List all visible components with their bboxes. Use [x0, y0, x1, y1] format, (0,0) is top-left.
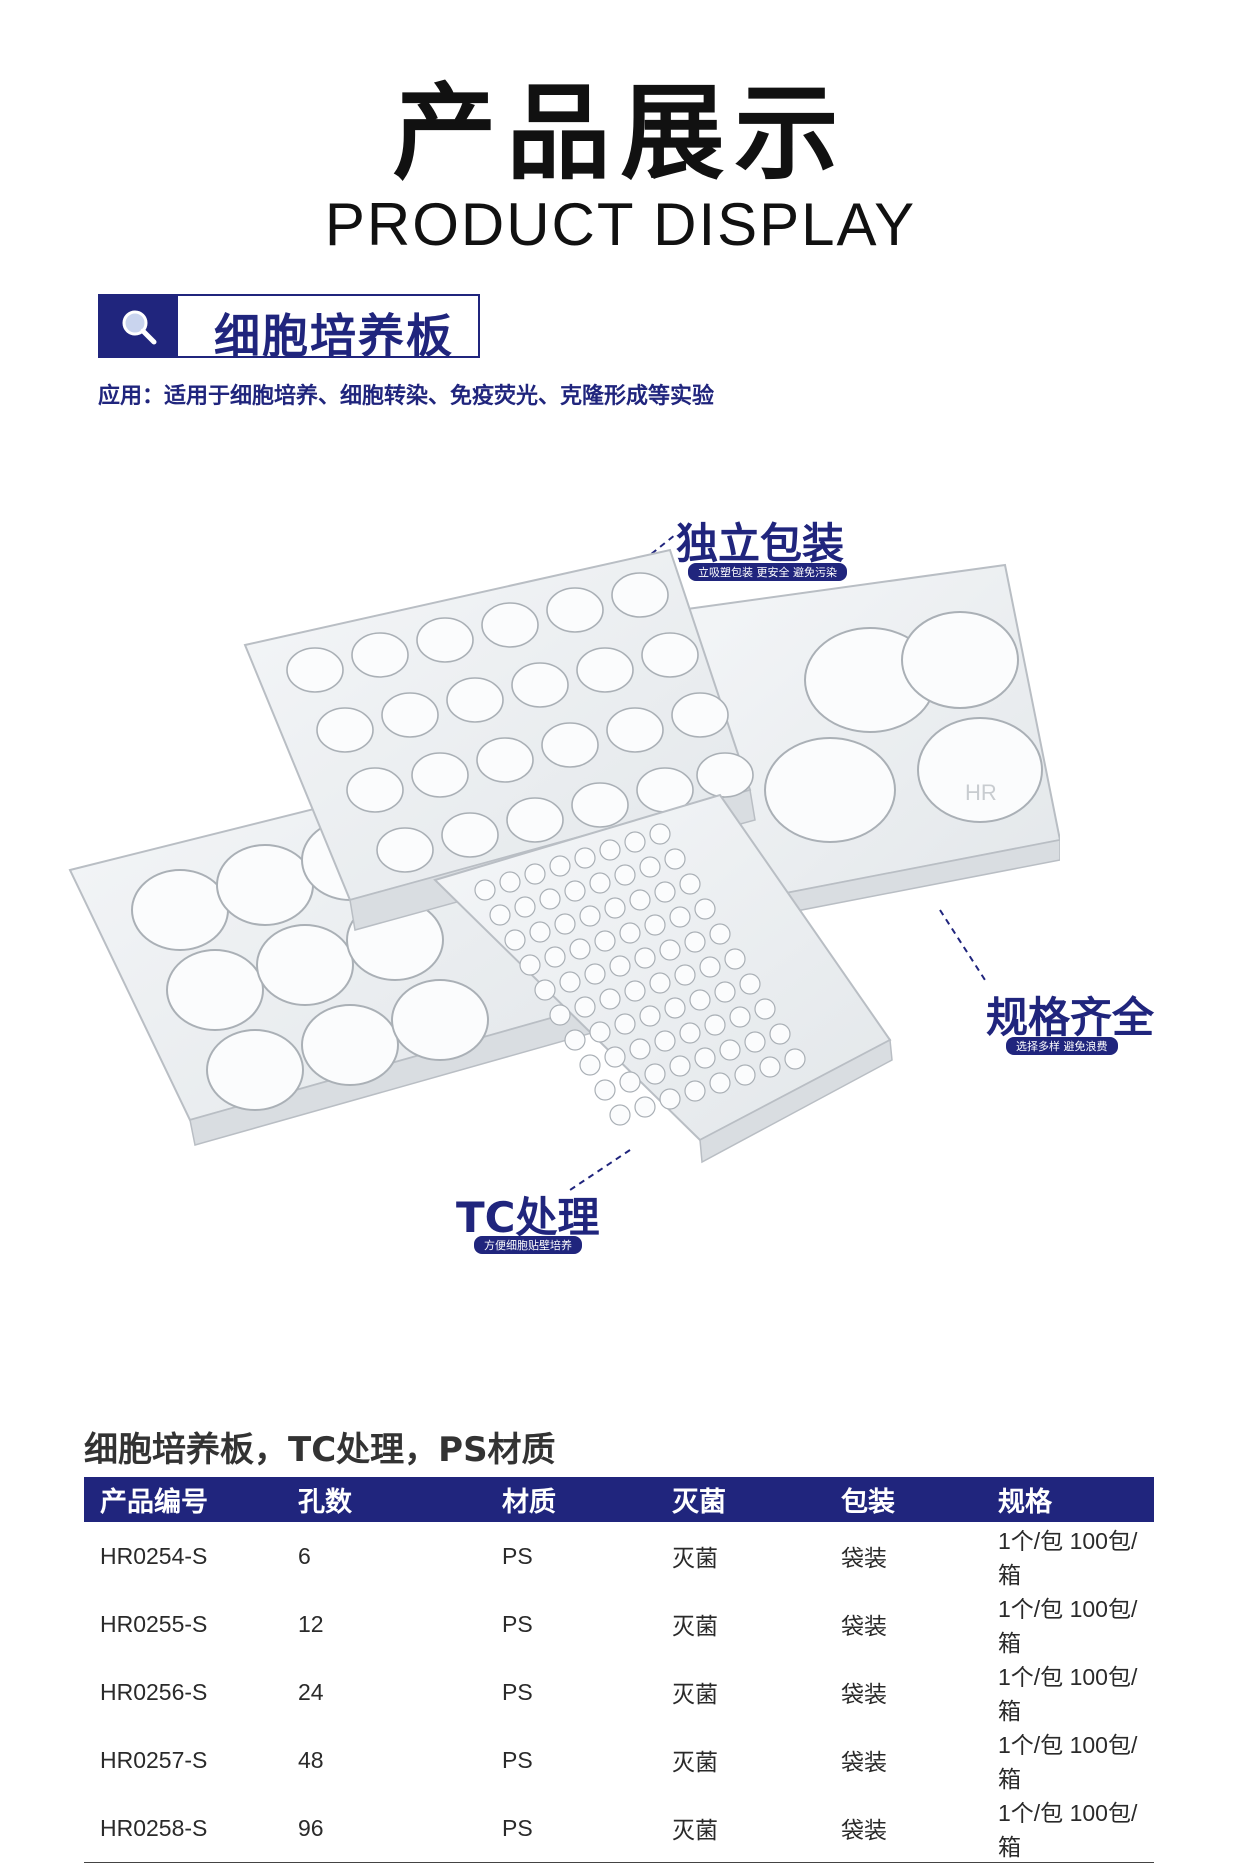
- cell-packaging: 袋装: [825, 1794, 982, 1863]
- cell-well-count: 12: [298, 1610, 324, 1637]
- plate-brand-label: HR: [965, 780, 997, 805]
- cell-sterilization: 灭菌: [672, 1681, 718, 1707]
- header-packaging: 包装: [825, 1477, 982, 1522]
- callout-title: 规格齐全: [986, 993, 1155, 1042]
- cell-material: PS: [502, 1610, 533, 1637]
- cell-specification: 1个/包 100包/箱: [998, 1596, 1138, 1656]
- plate-96-well: [433, 793, 893, 1164]
- cell-sterilization: 灭菌: [672, 1613, 718, 1639]
- header-specification: 规格: [982, 1477, 1154, 1522]
- spec-table: 产品编号 孔数 材质 灭菌 包装 规格 HR0254-S 6 PS 灭菌 袋装 …: [84, 1477, 1154, 1863]
- callout-title: TC处理: [456, 1193, 600, 1242]
- page-title-en: PRODUCT DISPLAY: [324, 191, 917, 258]
- cell-product-code: HR0254-S: [100, 1542, 208, 1569]
- header-product-code: 产品编号: [84, 1477, 282, 1522]
- table-row: HR0254-S 6 PS 灭菌 袋装 1个/包 100包/箱: [84, 1522, 1154, 1590]
- leader-line: [569, 1149, 631, 1191]
- table-header-row: 产品编号 孔数 材质 灭菌 包装 规格: [84, 1477, 1154, 1522]
- application-description: 应用：适用于细胞培养、细胞转染、免疫荧光、克隆形成等实验: [98, 384, 715, 409]
- table-row: HR0255-S 12 PS 灭菌 袋装 1个/包 100包/箱: [84, 1590, 1154, 1658]
- category-title: 细胞培养板: [214, 309, 454, 363]
- cell-well-count: 6: [298, 1542, 311, 1569]
- magnifier-icon: [122, 310, 157, 345]
- callout-subtitle: 方便细胞贴壁培养: [474, 1236, 582, 1254]
- plate-6-well: HR: [678, 563, 1060, 921]
- cell-material: PS: [502, 1678, 533, 1705]
- header-material: 材质: [486, 1477, 656, 1522]
- cell-product-code: HR0257-S: [100, 1746, 208, 1773]
- cell-packaging: 袋装: [841, 1545, 887, 1571]
- callout-tc-treated: TC处理 方便细胞贴壁培养: [456, 1184, 600, 1254]
- product-image: HR: [68, 534, 1060, 1191]
- cell-sterilization: 灭菌: [656, 1794, 825, 1863]
- cell-packaging: 袋装: [841, 1613, 887, 1639]
- category-header: 细胞培养板: [98, 294, 480, 363]
- header-sterilization: 灭菌: [656, 1477, 825, 1522]
- cell-product-code: HR0255-S: [100, 1610, 208, 1637]
- cell-packaging: 袋装: [841, 1681, 887, 1707]
- cell-specification: 1个/包 100包/箱: [998, 1664, 1138, 1724]
- callout-subtitle: 立吸塑包装 更安全 避免污染: [688, 563, 847, 581]
- callout-complete-specs: 规格齐全 选择多样 避免浪费: [986, 984, 1155, 1055]
- cell-specification: 1个/包 100包/箱: [998, 1528, 1138, 1588]
- callout-subtitle: 选择多样 避免浪费: [1006, 1037, 1118, 1055]
- cell-well-count: 48: [298, 1746, 324, 1773]
- cell-material: PS: [502, 1746, 533, 1773]
- header-well-count: 孔数: [282, 1477, 486, 1522]
- cell-well-count: 96: [282, 1794, 486, 1863]
- table-row: HR0258-S 96 PS 灭菌 袋装 1个/包 100包/箱: [84, 1794, 1154, 1863]
- cell-specification: 1个/包 100包/箱: [998, 1732, 1138, 1792]
- cell-sterilization: 灭菌: [672, 1749, 718, 1775]
- callout-individual-packaging: 独立包装 立吸塑包装 更安全 避免污染: [676, 510, 847, 581]
- cell-specification: 1个/包 100包/箱: [982, 1794, 1154, 1863]
- cell-product-code: HR0258-S: [84, 1794, 282, 1863]
- cell-material: PS: [486, 1794, 656, 1863]
- cell-product-code: HR0256-S: [100, 1678, 208, 1705]
- cell-material: PS: [502, 1542, 533, 1569]
- table-row: HR0256-S 24 PS 灭菌 袋装 1个/包 100包/箱: [84, 1658, 1154, 1726]
- table-row: HR0257-S 48 PS 灭菌 袋装 1个/包 100包/箱: [84, 1726, 1154, 1794]
- page-title-cn: 产品展示: [392, 71, 849, 194]
- cell-well-count: 24: [298, 1678, 324, 1705]
- cell-packaging: 袋装: [841, 1749, 887, 1775]
- cell-sterilization: 灭菌: [672, 1545, 718, 1571]
- callout-title: 独立包装: [676, 519, 845, 568]
- table-caption: 细胞培养板，TC处理，PS材质: [84, 1430, 556, 1470]
- leader-line: [939, 909, 986, 981]
- category-icon-block: [100, 296, 184, 356]
